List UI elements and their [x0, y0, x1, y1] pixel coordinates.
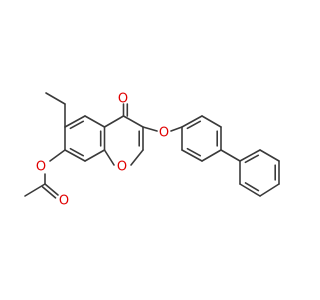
bond-19 — [142, 126, 158, 132]
bond-25-inner — [186, 147, 202, 157]
bond-2 — [84, 149, 106, 162]
structure-canvas: O O O O O — [24, 91, 280, 209]
bond-17-second — [41, 186, 57, 199]
ring-oxygen-label: O — [117, 160, 127, 175]
bond-28-inner — [244, 154, 260, 164]
carbonyl-oxygen-label: O — [118, 92, 128, 107]
bond-20 — [170, 126, 183, 132]
bond-32-inner — [244, 182, 260, 192]
bond-3-inner — [69, 147, 85, 157]
bond-11 — [103, 149, 115, 166]
bond-3 — [64, 149, 86, 162]
ester-oxygen-label: O — [36, 160, 46, 175]
bond-6 — [84, 115, 106, 128]
bond-5-inner — [69, 120, 85, 130]
ether-oxygen-label: O — [159, 126, 169, 141]
bond-27 — [220, 149, 241, 162]
bond-7 — [103, 115, 125, 128]
bond-17 — [44, 183, 59, 196]
bond-25 — [181, 149, 203, 162]
bond-24 — [201, 149, 222, 162]
acetyl-oxygen-label: O — [59, 194, 69, 209]
bond-28 — [239, 149, 261, 162]
bond-5 — [64, 115, 86, 128]
bond-8 — [122, 115, 144, 128]
chemical-structure-diagram: O O O O O — [24, 92, 280, 209]
bond-10 — [130, 149, 144, 166]
atom-labels: O O O O O — [36, 92, 169, 209]
bond-32 — [239, 183, 261, 197]
bond-lines — [24, 92, 280, 199]
bond-21 — [181, 115, 203, 128]
bond-18 — [24, 183, 46, 197]
bond-15 — [49, 149, 66, 162]
bond-29 — [259, 149, 280, 162]
bond-14 — [45, 92, 66, 105]
bond-21-inner — [186, 120, 202, 130]
bond-31 — [259, 183, 280, 197]
bond-22 — [201, 115, 222, 128]
